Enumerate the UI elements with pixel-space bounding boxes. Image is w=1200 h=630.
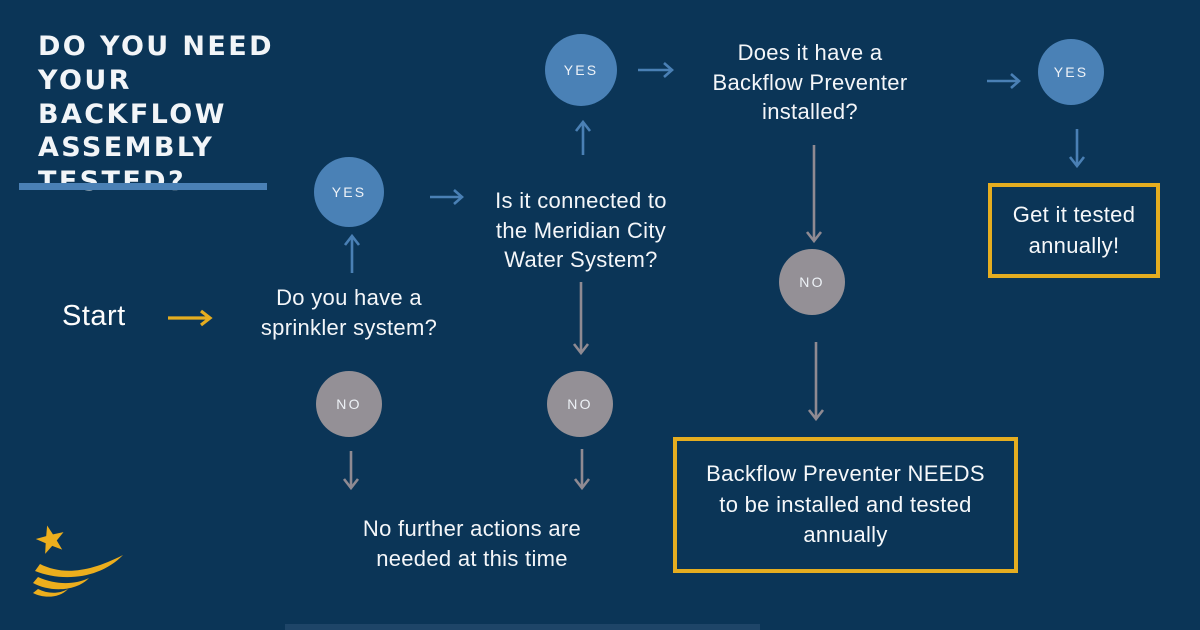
yes-node-3-label: YES xyxy=(1053,64,1089,80)
no-node-1-label: NO xyxy=(336,396,362,412)
start-label: Start xyxy=(62,300,126,332)
outcome-no-action: No further actions are needed at this ti… xyxy=(362,516,582,571)
arrow-right-yes1-to-q2 xyxy=(430,189,464,205)
no-node-3: NO xyxy=(779,249,845,315)
arrow-right-yes2-to-q3 xyxy=(638,62,674,78)
title-underline xyxy=(19,183,267,190)
yes-node-1: YES xyxy=(314,157,384,227)
question-preventer: Does it have a Backflow Preventer instal… xyxy=(712,40,908,125)
arrow-up-q2-to-yes2 xyxy=(574,119,592,155)
arrow-right-q3-to-yes3 xyxy=(987,73,1021,89)
start-arrow-icon xyxy=(168,309,213,327)
arrow-down-no1-to-outcome xyxy=(342,451,360,491)
yes-node-2: YES xyxy=(545,34,617,106)
meridian-star-logo-icon xyxy=(33,525,123,597)
arrow-up-q1-to-yes1 xyxy=(343,233,361,273)
bottom-accent-bar xyxy=(285,624,760,630)
outcome-test-annually-text: Get it tested annually! xyxy=(1012,201,1136,258)
yes-node-3: YES xyxy=(1038,39,1104,105)
arrow-down-q2-to-no2 xyxy=(572,282,590,356)
yes-node-2-label: YES xyxy=(563,62,599,78)
outcome-box-test-annually: Get it tested annually! xyxy=(988,183,1160,278)
no-node-2-label: NO xyxy=(567,396,593,412)
page-title: DO YOU NEED YOUR BACKFLOW ASSEMBLY TESTE… xyxy=(38,31,274,197)
arrow-down-no2-to-outcome xyxy=(573,449,591,491)
outcome-install-text: Backflow Preventer NEEDS to be installed… xyxy=(706,460,985,548)
question-meridian: Is it connected to the Meridian City Wat… xyxy=(495,188,667,273)
arrow-down-no3-to-box xyxy=(807,342,825,422)
no-node-3-label: NO xyxy=(799,274,825,290)
arrow-down-yes3-to-box xyxy=(1068,129,1086,169)
yes-node-1-label: YES xyxy=(331,184,367,200)
outcome-box-install: Backflow Preventer NEEDS to be installed… xyxy=(673,437,1018,573)
arrow-down-q3-to-no3 xyxy=(805,145,823,244)
no-node-2: NO xyxy=(547,371,613,437)
question-sprinkler: Do you have a sprinkler system? xyxy=(260,285,438,340)
no-node-1: NO xyxy=(316,371,382,437)
